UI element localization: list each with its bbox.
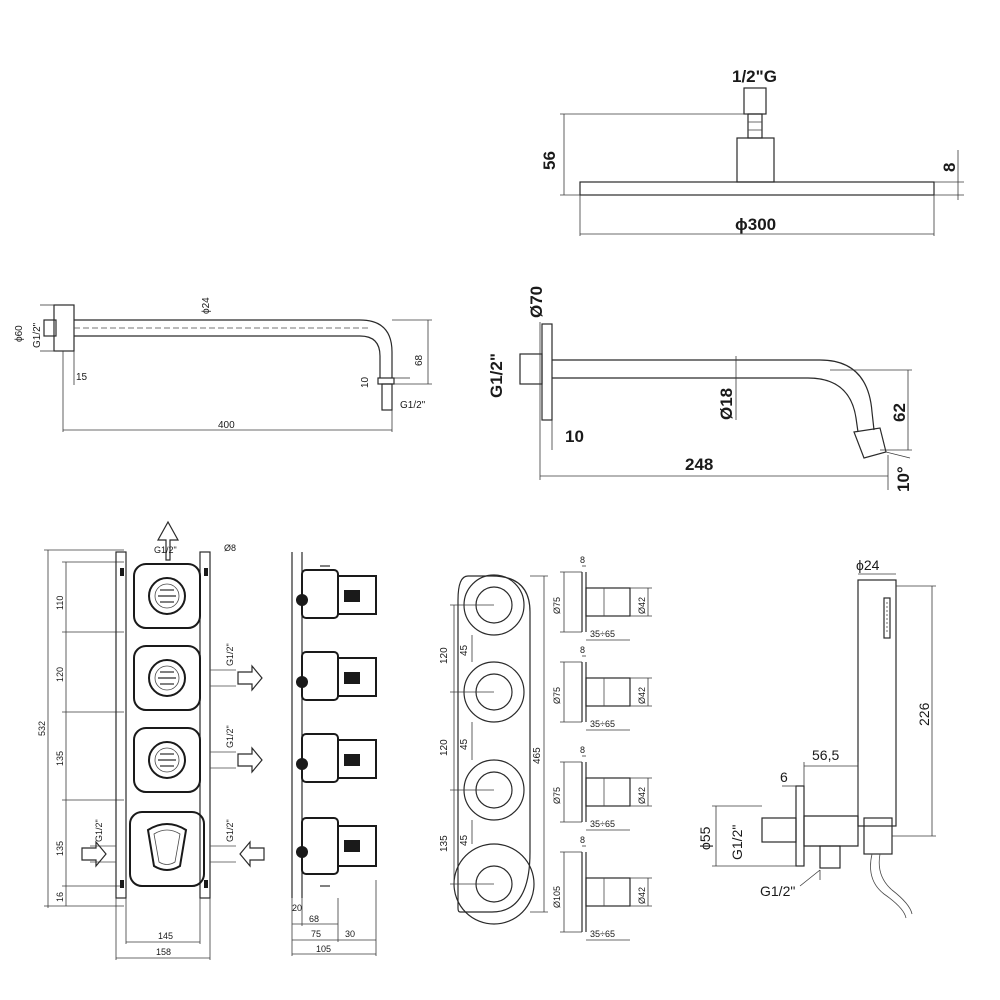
- rain-shower-head-drawing: [560, 87, 964, 236]
- handle-1-plate-dia-label: Ø75: [552, 597, 562, 614]
- arm-a-thread-out-label: G1/2": [400, 400, 426, 411]
- side-d105-label: 105: [316, 944, 331, 954]
- arm-a-thread-in-label: G1/2": [32, 322, 43, 348]
- handle-4-range-label: 35÷65: [590, 929, 615, 939]
- valve-thread-r3-label: G1/2": [225, 819, 235, 842]
- valve-thread-r2-label: G1/2": [225, 725, 235, 748]
- face-plate-front-drawing: [450, 574, 548, 925]
- valve-h4-label: 135: [55, 841, 65, 856]
- arm-b-flange-dia-label: Ø70: [527, 286, 546, 318]
- hand-shower-drawing: [712, 573, 936, 919]
- handle-2-knob-dia-label: Ø42: [637, 687, 647, 704]
- arm-a-drop-label: 68: [414, 354, 425, 366]
- rain-head-thread-label: 1/2"G: [732, 67, 777, 86]
- hand-shower-flange-depth-label: 6: [780, 769, 788, 785]
- handle-1-knob-dia-label: Ø42: [637, 597, 647, 614]
- valve-total-height-label: 532: [37, 721, 47, 736]
- valve-h3-label: 135: [55, 751, 65, 766]
- hand-shower-height-label: 226: [916, 702, 932, 726]
- side-d20-label: 20: [292, 903, 302, 913]
- valve-h5-label: 16: [55, 892, 65, 902]
- side-d68-label: 68: [309, 914, 319, 924]
- handle-2-depth-label: 8: [580, 645, 585, 655]
- plate-s3-label: 135: [439, 835, 450, 852]
- arm-a-flange-depth-label: 15: [76, 372, 88, 383]
- handle-3-knob-dia-label: Ø42: [637, 787, 647, 804]
- handle-3-range-label: 35÷65: [590, 819, 615, 829]
- plate-total-label: 465: [532, 747, 543, 764]
- rain-head-diameter-label: ϕ300: [735, 215, 776, 234]
- valve-body-side-drawing: [291, 552, 377, 956]
- arm-b-drop-label: 62: [890, 403, 909, 422]
- handle-3-plate-dia-label: Ø75: [552, 787, 562, 804]
- rain-head-thickness-label: 8: [940, 163, 959, 172]
- handle-4-plate-dia-label: Ø105: [552, 886, 562, 908]
- valve-thread-l-label: G1/2": [94, 819, 104, 842]
- arm-b-length-label: 248: [685, 455, 713, 474]
- valve-thread-r1-label: G1/2": [225, 643, 235, 666]
- valve-width-inner-label: 145: [158, 931, 173, 941]
- valve-hole-dia-label: Ø8: [224, 543, 236, 553]
- valve-top-thread-label: G1/2": [154, 545, 177, 555]
- valve-body-front-drawing: [44, 520, 265, 960]
- wall-arm-b-drawing: [519, 322, 912, 490]
- arm-a-length-label: 400: [218, 420, 235, 431]
- plate-c3-label: 45: [459, 834, 470, 846]
- hand-shower-thread-wall-label: G1/2": [729, 825, 745, 860]
- valve-width-outer-label: 158: [156, 947, 171, 957]
- plate-s2-label: 120: [439, 739, 450, 756]
- hand-shower-thread-bottom-label: G1/2": [760, 883, 795, 899]
- side-d75-label: 75: [311, 929, 321, 939]
- handle-1-range-label: 35÷65: [590, 629, 615, 639]
- arm-b-angle-label: 10°: [894, 466, 913, 492]
- arm-a-tube-dia-label: ϕ24: [201, 297, 212, 314]
- arm-b-tube-dia-label: Ø18: [717, 388, 736, 420]
- arm-a-flange-dia-label: ϕ60: [14, 325, 25, 342]
- handle-side-views: [560, 565, 652, 941]
- hand-shower-outlet-len-label: 56,5: [812, 747, 839, 763]
- plate-c2-label: 45: [459, 738, 470, 750]
- plate-c1-label: 45: [459, 644, 470, 656]
- handle-2-range-label: 35÷65: [590, 719, 615, 729]
- arm-a-outlet-len-label: 10: [360, 376, 371, 388]
- valve-h1-label: 110: [55, 596, 65, 610]
- handle-4-depth-label: 8: [580, 835, 585, 845]
- handle-2-plate-dia-label: Ø75: [552, 687, 562, 704]
- handle-3-depth-label: 8: [580, 745, 585, 755]
- hand-shower-flange-dia-label: ϕ55: [697, 826, 713, 850]
- handle-4-knob-dia-label: Ø42: [637, 887, 647, 904]
- arm-b-flange-depth-label: 10: [565, 427, 584, 446]
- plate-s1-label: 120: [439, 647, 450, 664]
- handle-1-depth-label: 8: [580, 555, 585, 565]
- hand-shower-handle-dia-label: ϕ24: [856, 557, 880, 573]
- side-d30-label: 30: [345, 929, 355, 939]
- arm-b-thread-label: G1/2": [487, 353, 506, 398]
- valve-h2-label: 120: [55, 667, 65, 682]
- rain-head-height-label: 56: [540, 151, 559, 170]
- wall-arm-a-drawing: [40, 304, 432, 432]
